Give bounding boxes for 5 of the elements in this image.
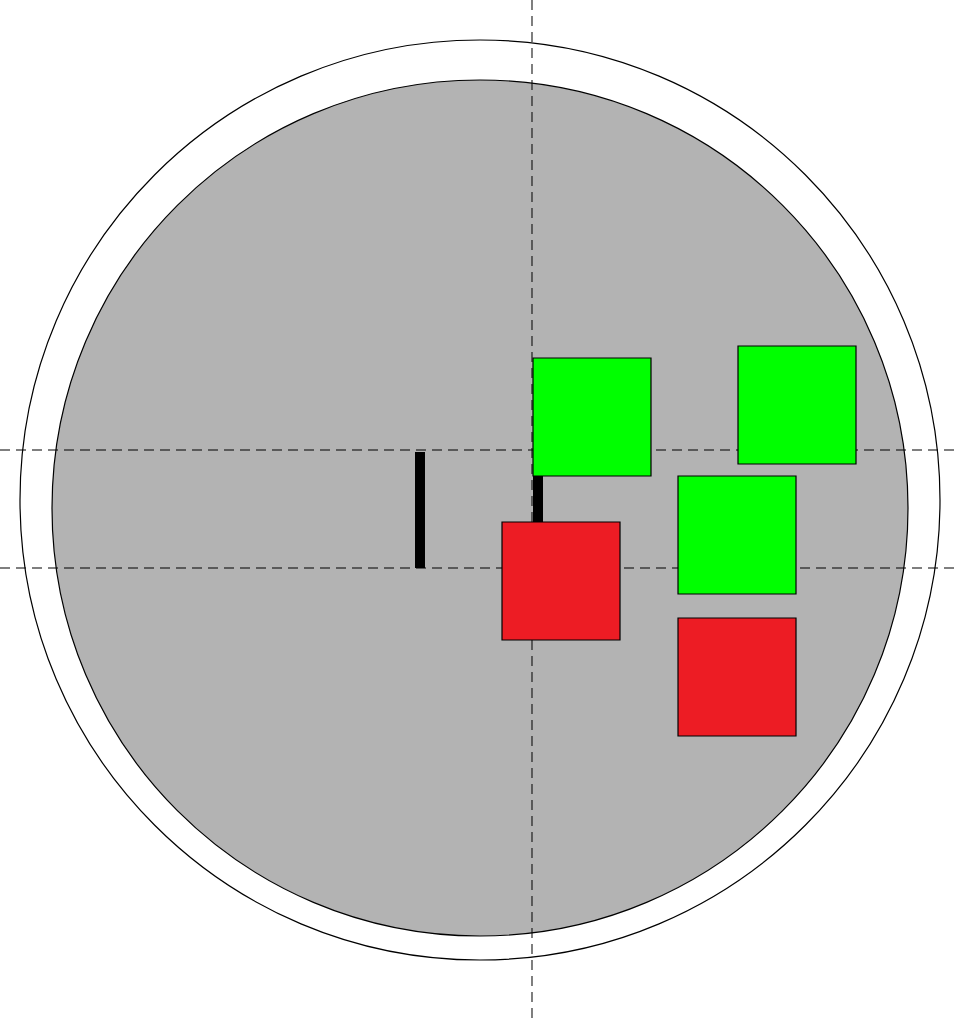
square — [532, 357, 652, 477]
square — [677, 475, 797, 595]
square — [677, 617, 797, 737]
square — [501, 521, 621, 641]
square — [737, 345, 857, 465]
